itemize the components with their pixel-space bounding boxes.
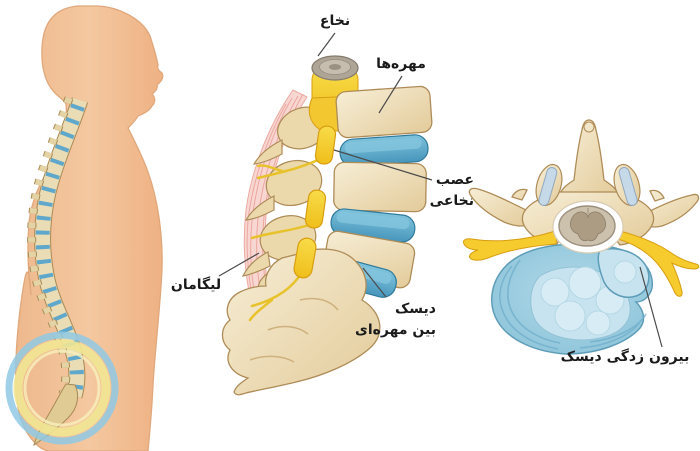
- vertebral-body-2: [333, 161, 427, 213]
- label-disc-herniation: بیرون زدگی دیسک: [560, 349, 690, 365]
- figure-lumbar-lateral: [221, 55, 433, 396]
- spine-column: [27, 96, 89, 447]
- label-spinal-nerve-line2: نخاعی: [429, 193, 474, 209]
- sacrum: [221, 248, 381, 396]
- label-intervertebral-disc: دیسک بین مهره‌ای: [355, 299, 436, 341]
- vertebral-body-1: [335, 85, 433, 139]
- nucleus-lumps: [540, 266, 625, 336]
- nerve-root-1: [314, 125, 337, 165]
- spinal-cord-cross-section: [552, 200, 624, 254]
- highlight-circle: [5, 331, 119, 445]
- annulus-rings: [499, 259, 647, 350]
- facet-left: [538, 167, 558, 206]
- sacrum-contours: [249, 297, 339, 363]
- nerve-left: [463, 226, 559, 261]
- label-disc-line2: بین مهره‌ای: [355, 322, 436, 338]
- label-spinal-cord: نخاع: [319, 13, 351, 29]
- figure-vertebra-axial: [463, 119, 700, 355]
- leader-ligament: [218, 252, 260, 277]
- leader-herniation: [639, 266, 663, 348]
- label-ligament: لیگامان: [170, 277, 222, 293]
- leader-spinal-nerve: [333, 149, 433, 181]
- label-spinal-nerve-line1: عصب: [435, 172, 474, 188]
- facet-right: [618, 167, 638, 206]
- nerve-roots: [248, 125, 337, 322]
- leader-lines: [218, 32, 663, 348]
- spine-discs: [35, 97, 87, 398]
- transverse-process-right: [643, 189, 700, 228]
- figure-torso-side: [5, 5, 164, 451]
- transverse-process-left: [468, 187, 531, 227]
- label-disc-line1: دیسک: [394, 301, 436, 317]
- nerve-right: [613, 229, 700, 297]
- leader-disc: [362, 267, 387, 298]
- nerve-root-3: [293, 237, 317, 279]
- label-spinal-nerve: عصب نخاعی: [408, 170, 474, 212]
- label-vertebrae: مهره‌ها: [376, 56, 426, 72]
- leader-spinal-cord: [317, 32, 336, 57]
- leader-vertebrae: [378, 75, 403, 114]
- nerve-root-2: [304, 189, 327, 229]
- grey-matter: [570, 211, 606, 242]
